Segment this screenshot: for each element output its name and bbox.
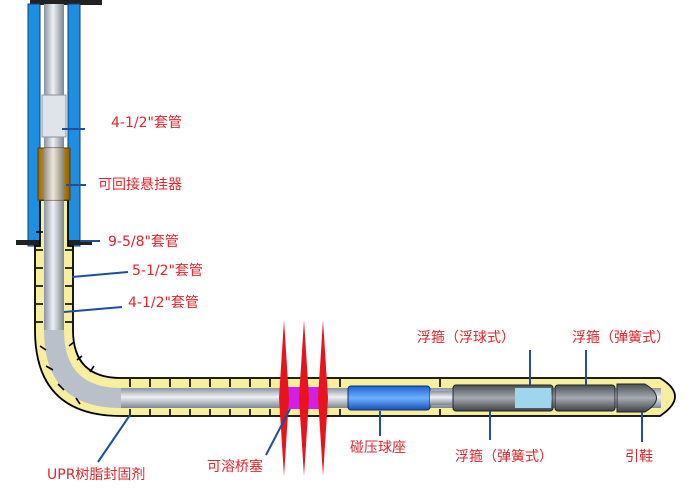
float-collar-ball-window xyxy=(515,388,551,408)
label-upr-resin-seal: UPR树脂封固剂 xyxy=(47,467,145,483)
surface-line xyxy=(30,0,102,5)
perforation-spikes xyxy=(279,320,328,476)
outer-casing-right xyxy=(68,4,80,246)
tieback-hanger-mandrel xyxy=(44,148,64,200)
ball-seat-connector xyxy=(430,391,452,405)
label-dissolvable-plug: 可溶桥塞 xyxy=(207,458,263,475)
label-float-collar-spring-top: 浮箍（弹簧式） xyxy=(572,329,670,346)
label-guide-shoe: 引鞋 xyxy=(625,449,653,465)
label-casing-9-5-8: 9-5/8"套管 xyxy=(108,234,179,250)
label-casing-4-5-top: 4-1/2"套管 xyxy=(111,115,182,131)
label-float-collar-spring-bottom: 浮箍（弹簧式） xyxy=(455,448,553,465)
float-collar-spring-tool xyxy=(555,385,615,411)
outer-casing-shoe-left xyxy=(16,240,40,245)
casing-collar xyxy=(42,95,66,137)
label-tieback-hanger: 可回接悬挂器 xyxy=(98,176,182,193)
ball-seat-tool xyxy=(348,386,430,410)
label-float-collar-ball: 浮箍（浮球式） xyxy=(417,329,515,346)
guide-shoe-tool xyxy=(617,384,657,412)
label-casing-5-1-2: 5-1/2"套管 xyxy=(132,263,203,279)
label-casing-4-5-lower: 4-1/2"套管 xyxy=(128,295,199,311)
label-ball-seat: 碰压球座 xyxy=(350,440,406,456)
outer-casing-left xyxy=(28,4,40,246)
